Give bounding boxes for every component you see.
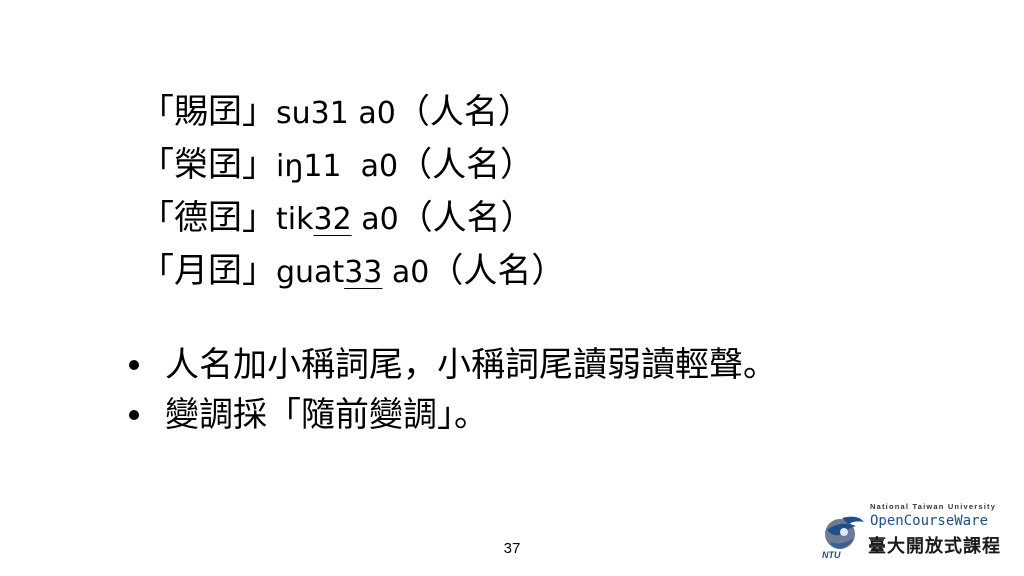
bullet-list: 人名加小稱詞尾，小稱詞尾讀弱讀輕聲。 變調採「隨前變調」。 — [125, 340, 777, 440]
logo-ocw-text: OpenCourseWare — [870, 513, 989, 529]
bullet-dot-icon — [129, 410, 139, 420]
bullet-item: 變調採「隨前變調」。 — [125, 390, 777, 440]
romanization-tail: a0 — [351, 202, 399, 237]
romanization-underlined: 32 — [313, 202, 352, 237]
bullet-text: 人名加小稱詞尾，小稱詞尾讀弱讀輕聲。 — [165, 345, 777, 385]
right-quote: 」 — [242, 92, 276, 132]
logo-ntu-text: NTU — [822, 550, 841, 560]
left-quote: 「 — [140, 92, 174, 132]
example-line: 「賜囝」su31 a0（人名） — [140, 86, 740, 139]
gloss: （人名） — [429, 251, 566, 291]
right-quote: 」 — [242, 198, 276, 238]
bullet-text: 變調採「隨前變調」。 — [165, 395, 488, 435]
left-quote: 「 — [140, 198, 174, 238]
left-quote: 「 — [140, 251, 174, 291]
right-quote: 」 — [242, 145, 276, 185]
right-quote: 」 — [242, 251, 276, 291]
example-chars: 德囝 — [174, 198, 242, 238]
romanization-tail: a0 — [382, 255, 430, 290]
bullet-item: 人名加小稱詞尾，小稱詞尾讀弱讀輕聲。 — [125, 340, 777, 390]
ntu-ocw-logo: National Taiwan University OpenCourseWar… — [820, 500, 1016, 566]
example-line: 「月囝」guat33 a0（人名） — [140, 245, 740, 298]
example-line: 「德囝」tik32 a0（人名） — [140, 192, 740, 245]
romanization: su31 a0 — [276, 96, 396, 131]
example-chars: 月囝 — [174, 251, 242, 291]
romanization: iŋ11 a0 — [276, 149, 399, 184]
example-chars: 榮囝 — [174, 145, 242, 185]
romanization-underlined: 33 — [344, 255, 383, 290]
logo-chinese-text: 臺大開放式課程 — [868, 536, 1001, 557]
example-line: 「榮囝」iŋ11 a0（人名） — [140, 139, 740, 192]
ntu-globe-icon — [825, 516, 864, 549]
bullet-dot-icon — [129, 360, 139, 370]
gloss: （人名） — [395, 92, 532, 132]
gloss: （人名） — [398, 198, 535, 238]
romanization: guat — [276, 255, 345, 290]
page-number: 37 — [503, 540, 521, 557]
example-list: 「賜囝」su31 a0（人名） 「榮囝」iŋ11 a0（人名） 「德囝」tik3… — [140, 86, 740, 298]
gloss: （人名） — [398, 145, 535, 185]
romanization: tik — [276, 202, 314, 237]
logo-university-text: National Taiwan University — [870, 502, 997, 511]
example-chars: 賜囝 — [174, 92, 242, 132]
left-quote: 「 — [140, 145, 174, 185]
